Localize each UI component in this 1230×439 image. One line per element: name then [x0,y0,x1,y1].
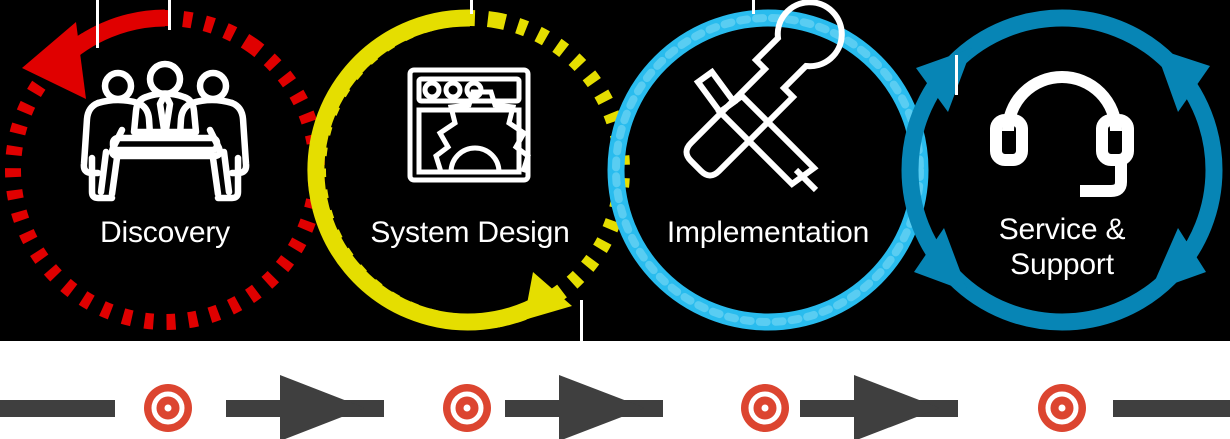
tick-mark [955,55,958,95]
timeline-bar-start [0,400,115,417]
icon-system-design-browser-gear [407,67,531,183]
tick-mark [96,0,99,48]
timeline-target-marker [741,384,789,432]
timeline-target-marker [1038,384,1086,432]
ring-discovery [5,9,325,330]
icon-implementation-tools [683,0,845,193]
ring-service-support [901,9,1223,331]
timeline-target-marker [144,384,192,432]
timeline-target-marker [443,384,491,432]
icon-service-support-headset [990,71,1134,197]
icon-discovery-meeting [80,60,250,202]
timeline-track [0,375,1230,439]
tick-mark [580,300,583,341]
timeline-arrow-2 [505,375,663,439]
timeline-arrow-3 [800,375,958,439]
ring-implementation [607,9,929,331]
tick-mark [470,0,473,14]
tick-mark [168,0,171,30]
tick-mark [752,0,755,14]
icon-discovery-legs [97,148,233,196]
ring-system-design [307,9,630,331]
timeline-arrow-1 [226,375,384,439]
timeline-bar-end [1113,400,1230,417]
